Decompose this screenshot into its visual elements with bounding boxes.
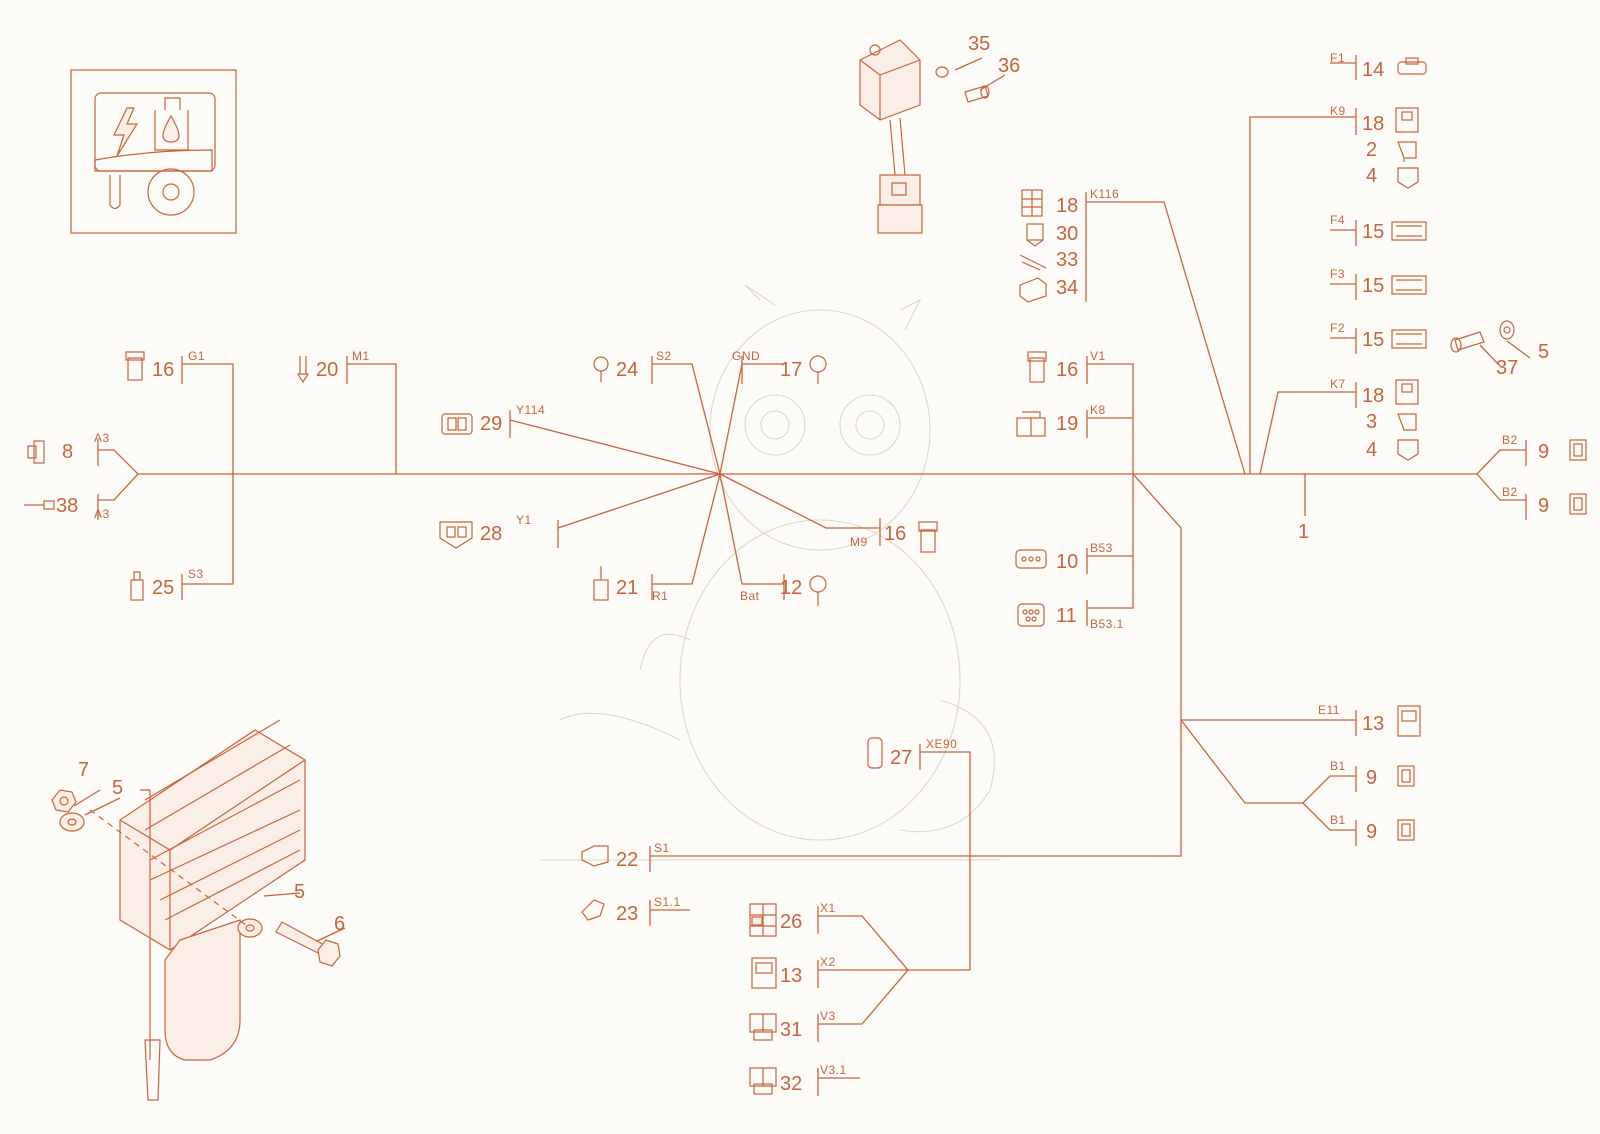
part-number-label: 25 xyxy=(152,577,174,599)
part-number-label: 15 xyxy=(1362,221,1384,243)
part-number-label: 1 xyxy=(1298,521,1309,543)
connector-code-label: Y1 xyxy=(516,513,532,527)
part-number-label: 9 xyxy=(1538,441,1549,463)
connector-code-label: B53 xyxy=(1090,541,1113,555)
connector-code-label: XE90 xyxy=(926,737,957,751)
part-number-label: 15 xyxy=(1362,329,1384,351)
part-number-label: 4 xyxy=(1366,165,1377,187)
connector-code-label: S2 xyxy=(656,349,672,363)
part-number-label: 2 xyxy=(1366,139,1377,161)
part-number-label: 31 xyxy=(780,1019,802,1041)
connector-code-label: M1 xyxy=(352,349,370,363)
part-number-label: 12 xyxy=(780,577,802,599)
connector-code-label: F2 xyxy=(1330,321,1345,335)
part-number-label: 37 xyxy=(1496,357,1518,379)
part-number-label: 28 xyxy=(480,523,502,545)
connector-code-label: X1 xyxy=(820,901,836,915)
part-number-label: 23 xyxy=(616,903,638,925)
watermark-dragon xyxy=(540,284,1000,861)
part-number-label: 26 xyxy=(780,911,802,933)
connector-code-label: F4 xyxy=(1330,213,1345,227)
connector-code-label: A3 xyxy=(94,507,110,521)
connector-code-label: X2 xyxy=(820,955,836,969)
voltage-regulator-illustration xyxy=(51,719,341,1101)
connector-code-label: F1 xyxy=(1330,51,1345,65)
connector-code-label: S3 xyxy=(188,567,204,581)
part-number-label: 11 xyxy=(1056,605,1077,627)
connector-code-label: K116 xyxy=(1090,187,1119,201)
connector-code-label: K7 xyxy=(1330,377,1346,391)
part-number-label: 13 xyxy=(780,965,802,987)
connector-code-label: B2 xyxy=(1502,485,1518,499)
connector-code-label: F3 xyxy=(1330,267,1345,281)
part-number-label: 18 xyxy=(1362,113,1384,135)
harness-wires xyxy=(73,57,1531,1079)
part-number-label: 33 xyxy=(1056,249,1078,271)
connector-code-label: V3 xyxy=(820,1009,836,1023)
part-number-label: 35 xyxy=(968,33,990,55)
part-number-label: 10 xyxy=(1056,551,1078,573)
part-number-label: 5 xyxy=(1538,341,1549,363)
part-number-label: 18 xyxy=(1362,385,1384,407)
connector-code-label: A3 xyxy=(94,431,110,445)
part-number-label: 8 xyxy=(62,441,73,463)
part-number-label: 30 xyxy=(1056,223,1078,245)
part-number-label: 9 xyxy=(1538,495,1549,517)
connector-code-label: K8 xyxy=(1090,403,1106,417)
part-number-label: 21 xyxy=(616,577,638,599)
connector-code-label: M9 xyxy=(850,535,868,549)
part-number-label: 15 xyxy=(1362,275,1384,297)
part-number-label: 6 xyxy=(334,913,345,935)
connector-code-label: B53.1 xyxy=(1090,617,1124,631)
connector-code-label: GND xyxy=(732,349,760,363)
part-number-label: 19 xyxy=(1056,413,1078,435)
part-number-label: 9 xyxy=(1366,767,1377,789)
part-number-label: 5 xyxy=(294,881,305,903)
connector-code-label: V1 xyxy=(1090,349,1106,363)
part-number-label: 9 xyxy=(1366,821,1377,843)
part-number-label: 20 xyxy=(316,359,338,381)
part-number-label: 14 xyxy=(1362,59,1384,81)
part-number-label: 36 xyxy=(998,55,1020,77)
part-number-label: 16 xyxy=(152,359,174,381)
part-number-label: 3 xyxy=(1366,411,1377,433)
part-number-label: 5 xyxy=(112,777,123,799)
part-number-label: 16 xyxy=(1056,359,1078,381)
generator-electrical-icon xyxy=(70,69,237,234)
part-number-label: 7 xyxy=(78,759,89,781)
part-number-label: 27 xyxy=(890,747,912,769)
connector-code-label: K9 xyxy=(1330,104,1346,118)
connector-symbols xyxy=(24,57,1587,1095)
connector-code-label: B1 xyxy=(1330,813,1346,827)
connector-code-label: S1.1 xyxy=(654,895,681,909)
part-number-label: 17 xyxy=(780,359,802,381)
part-number-label: 32 xyxy=(780,1073,802,1095)
connector-code-label: G1 xyxy=(188,349,205,363)
part-number-label: 16 xyxy=(884,523,906,545)
connector-code-label: S1 xyxy=(654,841,670,855)
part-number-label: 18 xyxy=(1056,195,1078,217)
part-number-label: 29 xyxy=(480,413,502,435)
connector-code-label: Bat xyxy=(740,589,760,603)
part-number-label: 4 xyxy=(1366,439,1377,461)
part-number-label: 22 xyxy=(616,849,638,871)
connector-code-label: E11 xyxy=(1318,703,1340,717)
part-number-label: 24 xyxy=(616,359,638,381)
part-number-label: 34 xyxy=(1056,277,1078,299)
control-module-illustration xyxy=(859,39,990,234)
connector-code-label: B1 xyxy=(1330,759,1346,773)
connector-code-label: V3.1 xyxy=(820,1063,847,1077)
connector-code-label: B2 xyxy=(1502,433,1518,447)
label-ticks xyxy=(97,55,1527,1096)
connector-code-label: R1 xyxy=(652,589,668,603)
part-number-label: 13 xyxy=(1362,713,1384,735)
connector-code-label: Y114 xyxy=(516,403,545,417)
part-number-label: 38 xyxy=(56,495,78,517)
